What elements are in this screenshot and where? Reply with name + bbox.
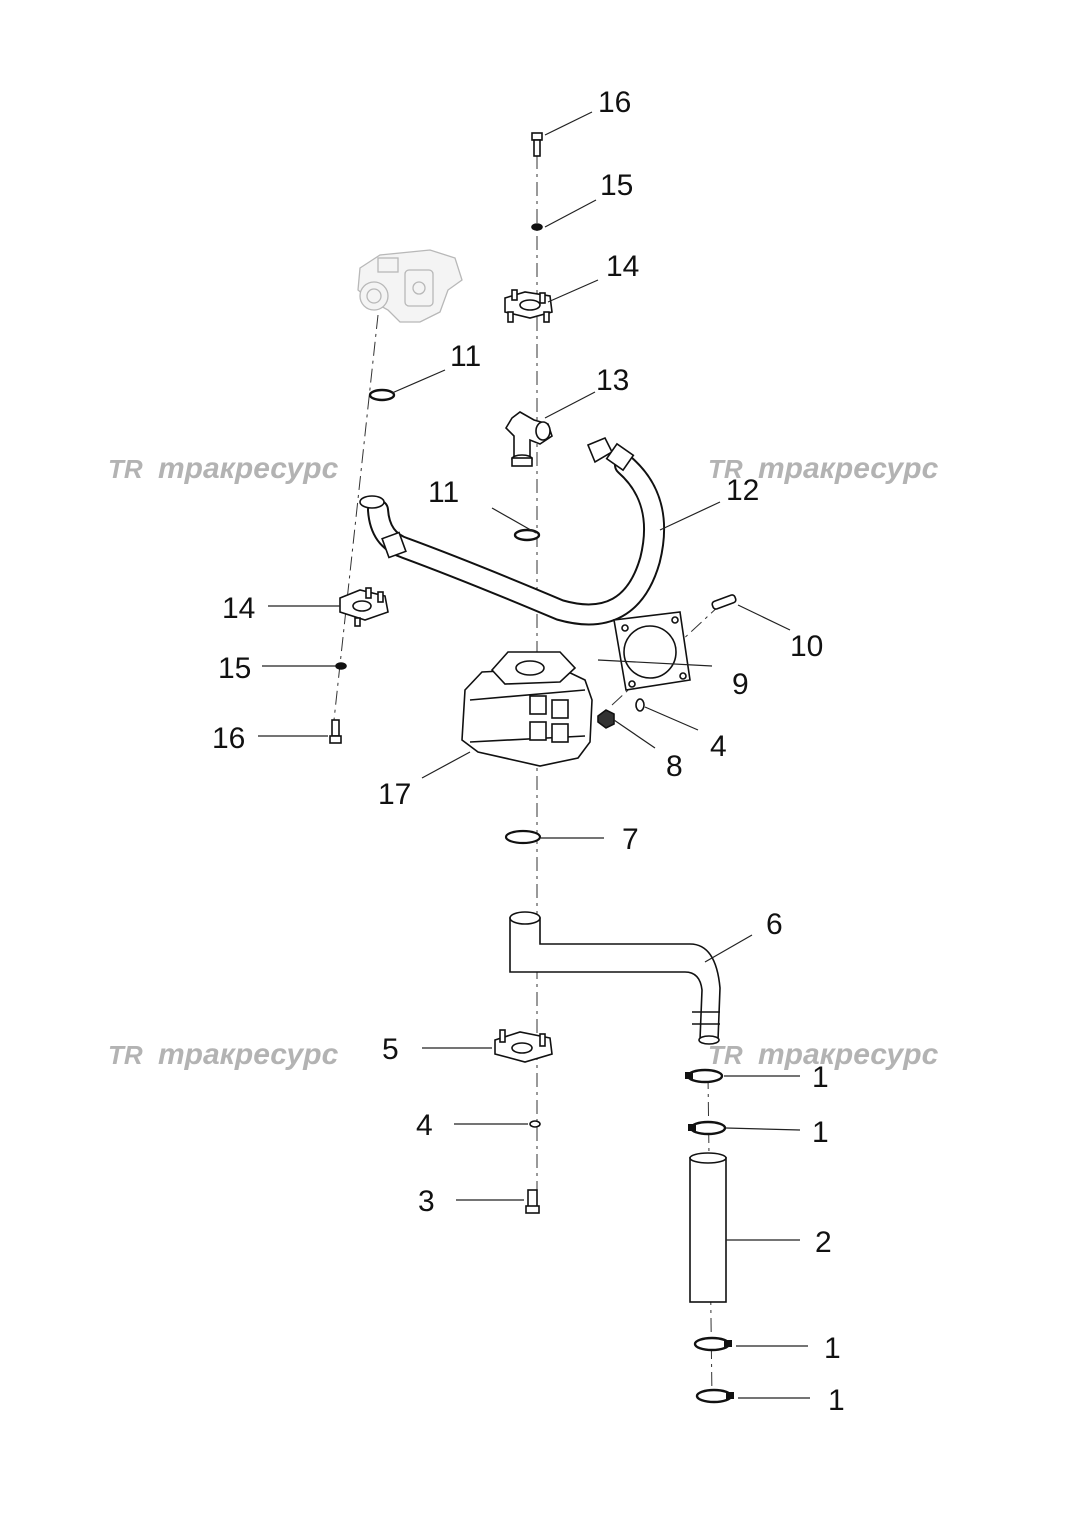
watermark-top-left: TR тракресурс bbox=[108, 452, 339, 485]
pipe-part-6 bbox=[509, 911, 721, 1045]
callout-8: 8 bbox=[666, 750, 683, 783]
callout-15-top: 15 bbox=[600, 169, 633, 202]
watermark-text: тракресурс bbox=[758, 452, 939, 485]
watermark-text: тракресурс bbox=[158, 1038, 339, 1071]
callout-14-left: 14 bbox=[222, 592, 255, 625]
callout-15-left: 15 bbox=[218, 652, 251, 685]
callout-2: 2 bbox=[815, 1226, 832, 1259]
hose-part-2 bbox=[689, 1152, 727, 1303]
callout-7: 7 bbox=[622, 823, 639, 856]
gasket-part-9 bbox=[613, 611, 691, 691]
callout-14-top: 14 bbox=[606, 250, 639, 283]
callout-1-d: 1 bbox=[828, 1384, 845, 1417]
hose-clamp-part-1-d bbox=[695, 1388, 734, 1404]
hose-clamp-part-1-b bbox=[688, 1120, 727, 1136]
callout-3: 3 bbox=[418, 1185, 435, 1218]
callout-1-a: 1 bbox=[812, 1061, 829, 1094]
callout-labels: 16 15 14 11 13 11 12 14 10 15 9 16 4 8 1… bbox=[212, 86, 845, 1417]
clamp-part-5 bbox=[494, 1029, 553, 1063]
watermark-top-right: TR тракресурс bbox=[708, 452, 939, 485]
bolt-part-16-left bbox=[329, 719, 342, 744]
callout-4-lower: 4 bbox=[416, 1109, 433, 1142]
leader-lines bbox=[258, 111, 810, 1399]
watermark-logo: TR bbox=[708, 1040, 743, 1070]
pin-part-10 bbox=[711, 594, 737, 610]
callout-1-c: 1 bbox=[824, 1332, 841, 1365]
washer-part-15-left bbox=[335, 662, 347, 670]
washer-part-4-lower bbox=[529, 1120, 541, 1128]
bolt-part-3 bbox=[525, 1189, 540, 1214]
callout-9: 9 bbox=[732, 668, 749, 701]
callout-13: 13 bbox=[596, 364, 629, 397]
hose-part-12 bbox=[359, 436, 666, 626]
o-ring-part-7 bbox=[504, 829, 542, 845]
hose-clamp-part-1-a bbox=[685, 1068, 724, 1084]
watermark-text: тракресурс bbox=[158, 452, 339, 485]
callout-11-upper: 11 bbox=[450, 340, 481, 373]
callout-10: 10 bbox=[790, 630, 823, 663]
callout-17: 17 bbox=[378, 778, 411, 811]
callout-16-left: 16 bbox=[212, 722, 245, 755]
callout-4-upper: 4 bbox=[710, 730, 727, 763]
pump-housing-ghost bbox=[357, 249, 463, 323]
elbow-fitting-part-13 bbox=[504, 411, 553, 467]
callout-1-b: 1 bbox=[812, 1116, 829, 1149]
callout-5: 5 bbox=[382, 1033, 399, 1066]
watermark-logo: TR bbox=[708, 454, 743, 484]
bolt-part-16-top bbox=[531, 132, 543, 157]
o-ring-part-11-lower bbox=[513, 528, 541, 542]
callout-16-top: 16 bbox=[598, 86, 631, 119]
callout-6: 6 bbox=[766, 908, 783, 941]
nut-part-8 bbox=[597, 709, 615, 729]
hose-clamp-part-1-c bbox=[693, 1336, 732, 1352]
o-ring-part-11-upper bbox=[368, 388, 396, 402]
watermark-bottom-left: TR тракресурс bbox=[108, 1038, 339, 1071]
watermark-bottom-right: TR тракресурс bbox=[708, 1038, 939, 1071]
washer-part-15-top bbox=[531, 223, 543, 231]
housing-part-17 bbox=[461, 651, 593, 767]
washer-part-4-upper bbox=[635, 698, 645, 712]
clamp-part-14-top bbox=[504, 289, 553, 323]
clamp-part-14-left bbox=[339, 587, 389, 627]
callout-11-lower: 11 bbox=[428, 476, 459, 509]
callout-12: 12 bbox=[726, 474, 759, 507]
watermark-logo: TR bbox=[108, 454, 143, 484]
watermark-logo: TR bbox=[108, 1040, 143, 1070]
watermark-text: тракресурс bbox=[758, 1038, 939, 1071]
